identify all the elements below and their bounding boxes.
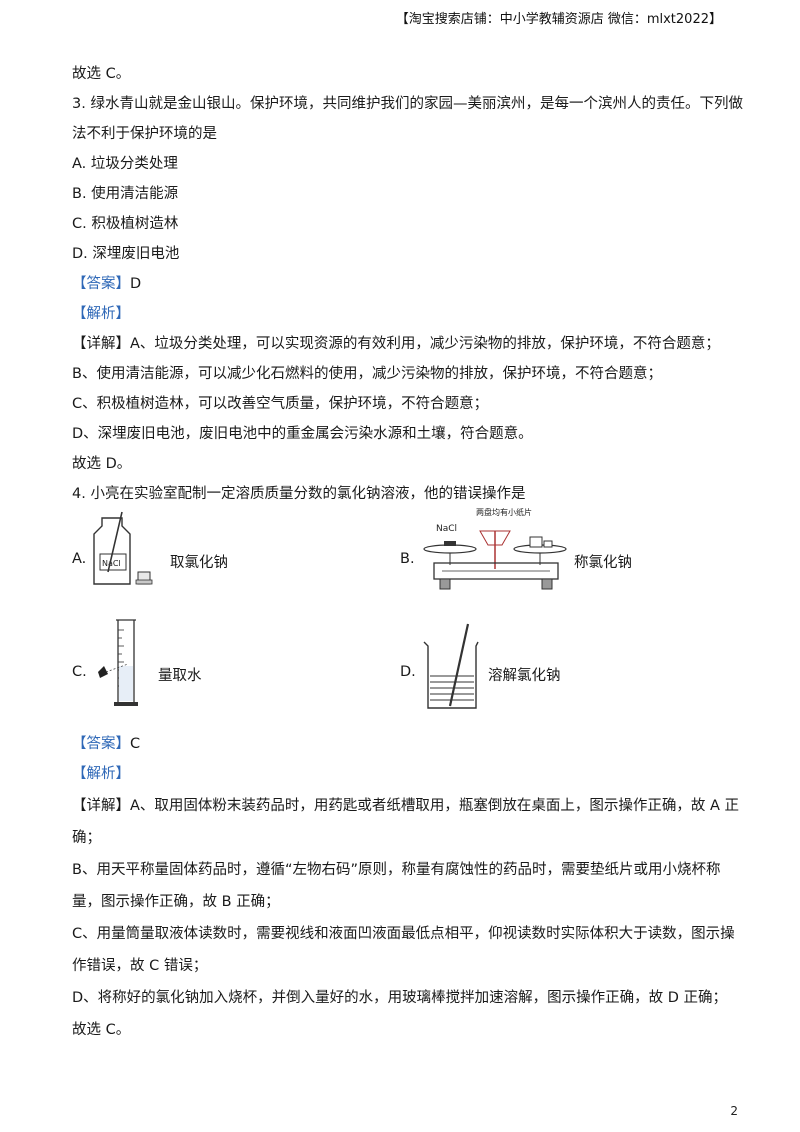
- answer-tag: 【答案】: [72, 276, 130, 292]
- q4-detail: 【详解】A、取用固体粉末装药品时，用药匙或者纸槽取用，瓶塞倒放在桌面上，图示操作…: [72, 798, 740, 814]
- q3-answer: 【答案】D: [72, 274, 141, 294]
- q4-detail: C、用量筒量取液体读数时，需要视线和液面凹液面最低点相平，仰视读数时实际体积大于…: [72, 926, 735, 942]
- balance-top-label: 两盘均有小纸片: [476, 507, 532, 517]
- q3-option-a: A. 垃圾分类处理: [72, 156, 178, 172]
- q4-option-c-caption: 量取水: [158, 668, 202, 684]
- answer-value: C: [130, 736, 141, 752]
- q4-option-b-caption: 称氯化钠: [574, 555, 632, 571]
- q4-detail: D、将称好的氯化钠加入烧杯，并倒入量好的水，用玻璃棒搅拌加速溶解，图示操作正确，…: [72, 990, 728, 1006]
- q3-conclusion: 故选 D。: [72, 456, 132, 472]
- q4-detail: 作错误，故 C 错误；: [72, 958, 208, 974]
- q4-option-d-letter: D.: [400, 664, 416, 680]
- q4-option-c-letter: C.: [72, 664, 87, 680]
- q3-option-c: C. 积极植树造林: [72, 216, 179, 232]
- q4-answer: 【答案】C: [72, 734, 140, 754]
- q3-analysis-tag: 【解析】: [72, 306, 130, 322]
- q4-conclusion: 故选 C。: [72, 1022, 131, 1038]
- graduated-cylinder-figure: [98, 619, 138, 706]
- question-3-stem: 3. 绿水青山就是金山银山。保护环境，共同维护我们的家园—美丽滨州，是每一个滨州…: [72, 96, 743, 112]
- q3-detail: D、深埋废旧电池，废旧电池中的重金属会污染水源和土壤，符合题意。: [72, 426, 533, 442]
- q3-detail: C、积极植树造林，可以改善空气质量，保护环境，不符合题意；: [72, 396, 489, 412]
- q4-option-b-letter: B.: [400, 551, 415, 567]
- bottle-label: NaCl: [102, 559, 121, 568]
- answer-tag: 【答案】: [72, 736, 130, 752]
- q3-detail: B、使用清洁能源，可以减少化石燃料的使用，减少污染物的排放，保护环境，不符合题意…: [72, 366, 662, 382]
- q4-detail: B、用天平称量固体药品时，遵循“左物右码”原则，称量有腐蚀性的药品时，需要垫纸片…: [72, 862, 721, 878]
- q3-detail: 【详解】A、垃圾分类处理，可以实现资源的有效利用，减少污染物的排放，保护环境，不…: [72, 336, 720, 352]
- question-4-stem: 4. 小亮在实验室配制一定溶质质量分数的氯化钠溶液，他的错误操作是: [72, 486, 526, 502]
- beaker-figure: [423, 623, 479, 709]
- q4-detail: 量，图示操作正确，故 B 正确；: [72, 894, 280, 910]
- reagent-bottle-figure: NaCl: [93, 511, 153, 585]
- balance-scale-figure: 两盘均有小纸片 NaCl: [423, 507, 567, 590]
- text-line: 故选 C。: [72, 66, 131, 82]
- q4-detail: 确；: [72, 830, 101, 846]
- balance-pan-label: NaCl: [436, 524, 457, 534]
- q4-analysis-tag: 【解析】: [72, 766, 130, 782]
- page-header: 【淘宝搜索店铺：中小学教辅资源店 微信：mlxt2022】: [395, 12, 722, 27]
- q4-option-d-caption: 溶解氯化钠: [488, 668, 561, 684]
- answer-value: D: [130, 276, 142, 292]
- question-3-stem-cont: 法不利于保护环境的是: [72, 126, 217, 142]
- page-number: 2: [730, 1104, 738, 1118]
- q4-option-a-letter: A.: [72, 551, 87, 567]
- q3-option-b: B. 使用清洁能源: [72, 186, 179, 202]
- q3-option-d: D. 深埋废旧电池: [72, 246, 180, 262]
- q4-option-a-caption: 取氯化钠: [170, 555, 228, 571]
